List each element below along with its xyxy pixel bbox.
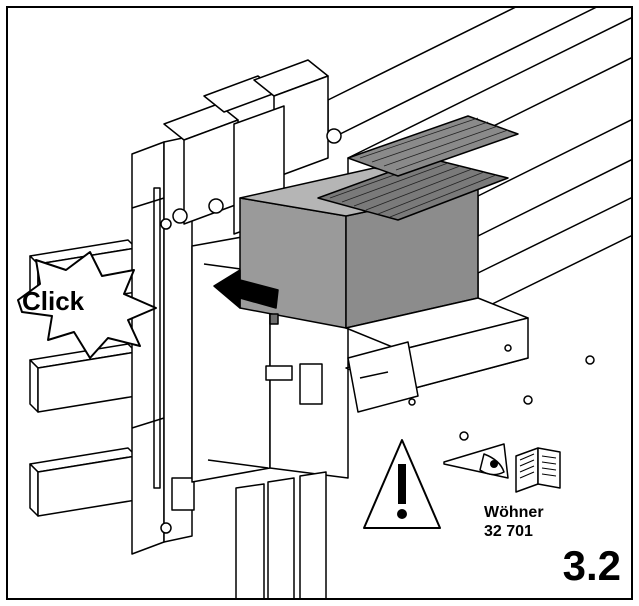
step-number: 3.2 bbox=[562, 542, 621, 589]
left-busbar-3 bbox=[29, 447, 137, 517]
eye-icon bbox=[443, 443, 509, 479]
click-starburst bbox=[17, 251, 157, 359]
support-bracket bbox=[345, 297, 529, 413]
warning-triangle-icon bbox=[363, 439, 441, 529]
assembly-illustration bbox=[17, 8, 631, 598]
breaker-outgoing-terminals bbox=[235, 471, 327, 598]
push-direction-arrow bbox=[213, 269, 279, 309]
reference-part-number: 32 701 bbox=[484, 523, 533, 540]
screw-1 bbox=[585, 355, 595, 365]
illustration-frame: Click Wöhner 32 701 3.2 bbox=[6, 6, 633, 600]
screw-2 bbox=[523, 395, 533, 405]
busbar-adapter-rail bbox=[131, 135, 195, 555]
left-busbar-2 bbox=[29, 343, 137, 413]
click-label: Click bbox=[22, 286, 85, 316]
screw-3 bbox=[459, 431, 469, 441]
reference-brand: Wöhner bbox=[484, 504, 544, 521]
open-book-icon bbox=[515, 447, 561, 493]
